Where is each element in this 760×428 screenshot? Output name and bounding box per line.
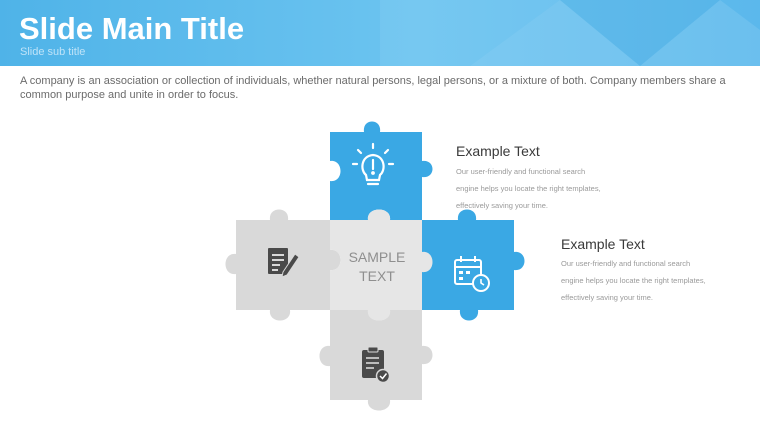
header-decoration <box>380 0 760 66</box>
puzzle-piece-right <box>422 209 525 321</box>
block-1-text: Our user-friendly and functional search … <box>456 167 601 210</box>
document-edit-icon <box>268 248 300 278</box>
clipboard-check-icon <box>362 346 391 384</box>
puzzle-piece-center <box>330 209 433 321</box>
intro-paragraph: A company is an association or collectio… <box>20 75 726 101</box>
header-bar: Slide Main Title Slide sub title <box>0 0 760 66</box>
block-2-title: Example Text <box>561 236 645 252</box>
calendar-clock-icon <box>454 256 490 292</box>
slide-subtitle: Slide sub title <box>20 46 86 58</box>
lightbulb-icon <box>351 142 395 186</box>
center-text-lines: SAMPLE TEXT <box>348 249 406 284</box>
puzzle-piece-top <box>330 121 433 220</box>
slide-title: Slide Main Title <box>19 11 245 46</box>
center-sample-text: SAMPLE TEXT <box>332 248 422 286</box>
block-1-title: Example Text <box>456 143 540 159</box>
block-2-text: Our user-friendly and functional search … <box>561 259 706 302</box>
